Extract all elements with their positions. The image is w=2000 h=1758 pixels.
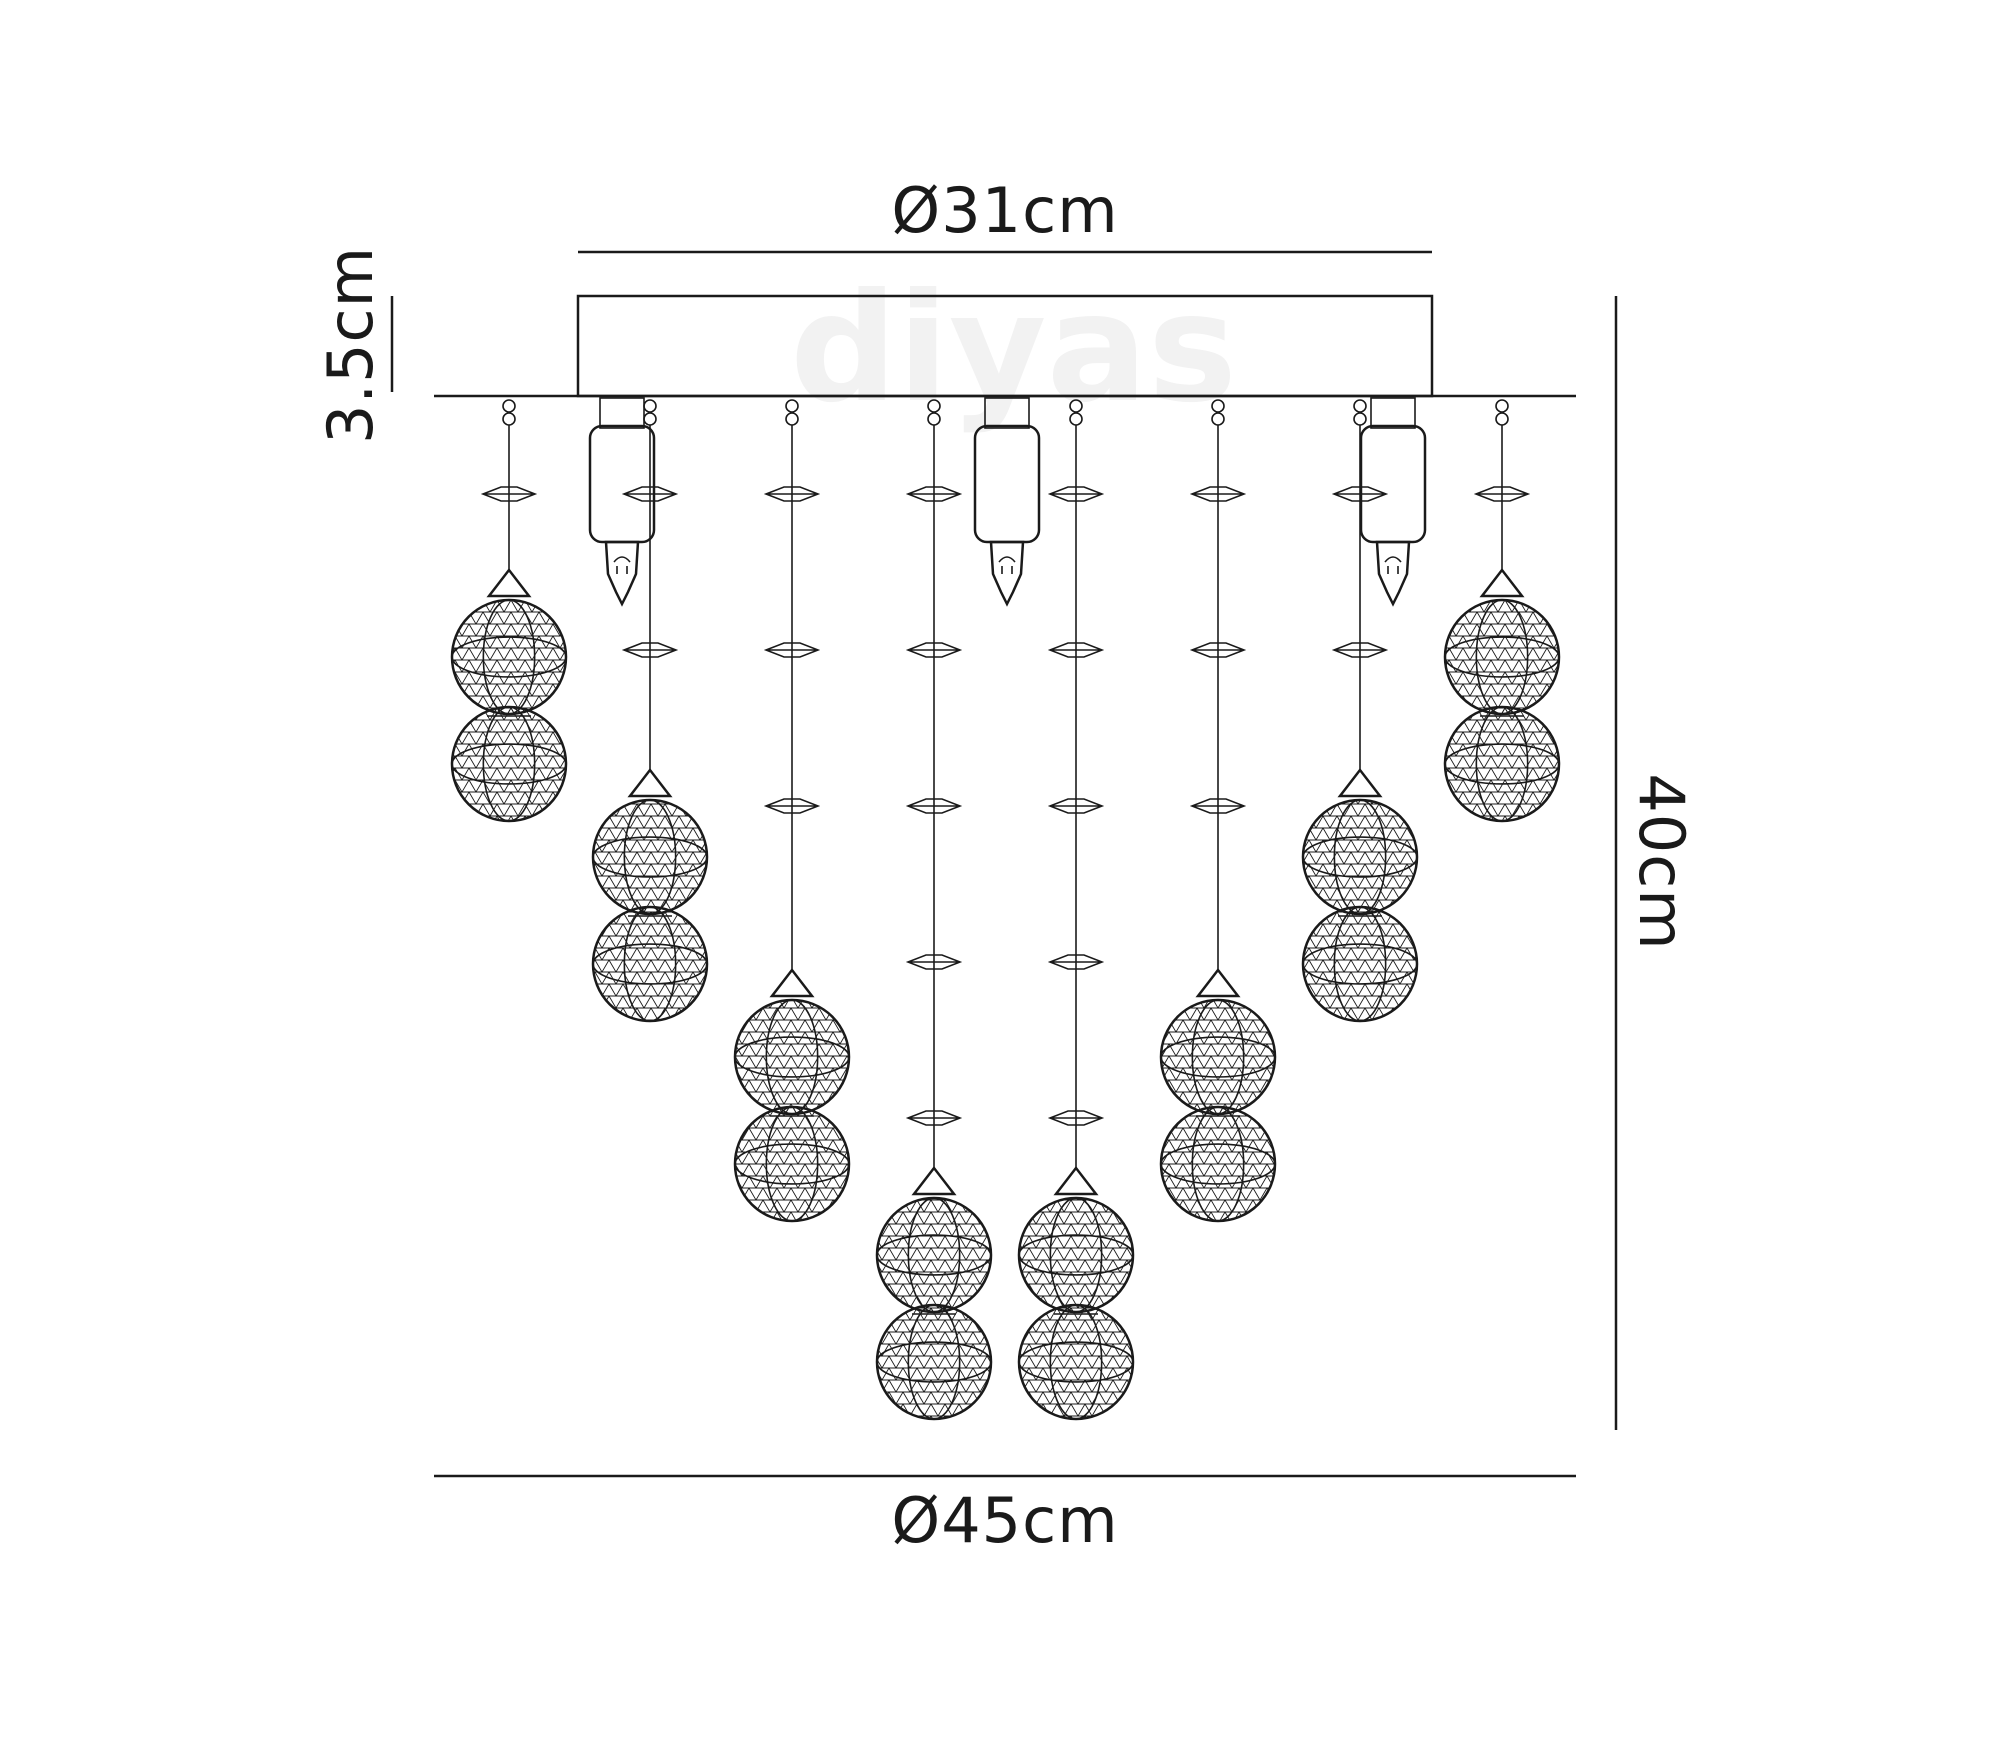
crystal-sphere [1159, 998, 1277, 1116]
sphere-cap [627, 767, 673, 798]
overall-diameter-label: Ø45cm [891, 1484, 1118, 1557]
crystal-bead [1189, 642, 1247, 658]
overall-diameter-dimension: Ø45cm [434, 1474, 1576, 1557]
canopy-height-label: 3.5cm [314, 246, 387, 444]
hanger-ring [927, 399, 941, 413]
crystal-bead [621, 486, 679, 502]
sphere-cap [1195, 967, 1241, 998]
pendant-drop [1159, 399, 1277, 1223]
canopy-height-dimension: 3.5cm [314, 246, 394, 444]
hanger-ring [1495, 412, 1509, 426]
crystal-sphere [1301, 798, 1419, 916]
pendant-drop [591, 399, 709, 1023]
crystal-sphere [1017, 1196, 1135, 1314]
hanger-ring [643, 412, 657, 426]
crystal-bead [1047, 642, 1105, 658]
crystal-sphere [875, 1196, 993, 1314]
canopy-diameter-label: Ø31cm [891, 174, 1118, 247]
sphere-cap [911, 1165, 957, 1196]
crystal-bead [763, 642, 821, 658]
bulb-icon [604, 540, 640, 607]
crystal-bead [905, 486, 963, 502]
bulb-socket [588, 424, 656, 544]
pendant-drop [1301, 399, 1419, 1023]
crystal-bead [1189, 486, 1247, 502]
overall-height-dimension: 40cm [1614, 296, 1698, 1430]
crystal-bead [905, 1110, 963, 1126]
bulb-socket-neck [984, 397, 1030, 429]
crystal-sphere [591, 905, 709, 1023]
bulb-icon [1375, 540, 1411, 607]
crystal-sphere [450, 705, 568, 823]
crystal-sphere [1017, 1303, 1135, 1421]
sphere-cap [1053, 1165, 1099, 1196]
bulb-filament [613, 556, 631, 574]
hanger-ring [1495, 399, 1509, 413]
bulb-socket [1359, 424, 1427, 544]
bulb-socket [973, 424, 1041, 544]
sphere-cap [769, 967, 815, 998]
bulb-filament [1384, 556, 1402, 574]
overall-height-label: 40cm [1625, 773, 1698, 950]
hanger-ring [502, 412, 516, 426]
crystal-bead [763, 486, 821, 502]
crystal-bead [1047, 798, 1105, 814]
crystal-bead [905, 642, 963, 658]
canopy-diameter-dimension: Ø31cm [578, 174, 1432, 254]
bulb-socket-neck [599, 397, 645, 429]
pendant-drop [875, 399, 993, 1421]
crystal-sphere [733, 1105, 851, 1223]
watermark-logo: diyas [790, 262, 1237, 436]
crystal-bead [1331, 486, 1389, 502]
crystal-bead [1047, 954, 1105, 970]
crystal-bead [905, 954, 963, 970]
ceiling-canopy [434, 294, 1576, 398]
hanger-ring [643, 399, 657, 413]
pendant-drop [1443, 399, 1561, 823]
crystal-sphere [1443, 598, 1561, 716]
sphere-cap [1479, 567, 1525, 598]
bulb-icon [989, 540, 1025, 607]
crystal-sphere [1159, 1105, 1277, 1223]
crystal-sphere [1301, 905, 1419, 1023]
bulb-socket-neck [1370, 397, 1416, 429]
crystal-bead [1047, 1110, 1105, 1126]
crystal-bead [763, 798, 821, 814]
crystal-sphere [450, 598, 568, 716]
hanger-ring [785, 399, 799, 413]
crystal-bead [1189, 798, 1247, 814]
sphere-cap [1337, 767, 1383, 798]
crystal-bead [1331, 642, 1389, 658]
crystal-bead [905, 798, 963, 814]
crystal-sphere [1443, 705, 1561, 823]
crystal-bead [1047, 486, 1105, 502]
pendant-drop [1017, 399, 1135, 1421]
bulb-holder [973, 397, 1041, 607]
pendant-drop [450, 399, 568, 823]
hanger-ring [1353, 399, 1367, 413]
bulb-holder [1359, 397, 1427, 607]
crystal-bead [621, 642, 679, 658]
crystal-sphere [591, 798, 709, 916]
crystal-sphere [875, 1303, 993, 1421]
crystal-sphere [733, 998, 851, 1116]
hanger-ring [502, 399, 516, 413]
hanger-ring [1211, 399, 1225, 413]
bulb-holder [588, 397, 656, 607]
bulbs-group [588, 397, 1427, 607]
pendants-group [450, 399, 1561, 1421]
bulb-filament [998, 556, 1016, 574]
pendant-drop [733, 399, 851, 1223]
hanger-ring [1069, 399, 1083, 413]
hanger-ring [1353, 412, 1367, 426]
sphere-cap [486, 567, 532, 598]
crystal-bead [1473, 486, 1531, 502]
crystal-bead [480, 486, 538, 502]
